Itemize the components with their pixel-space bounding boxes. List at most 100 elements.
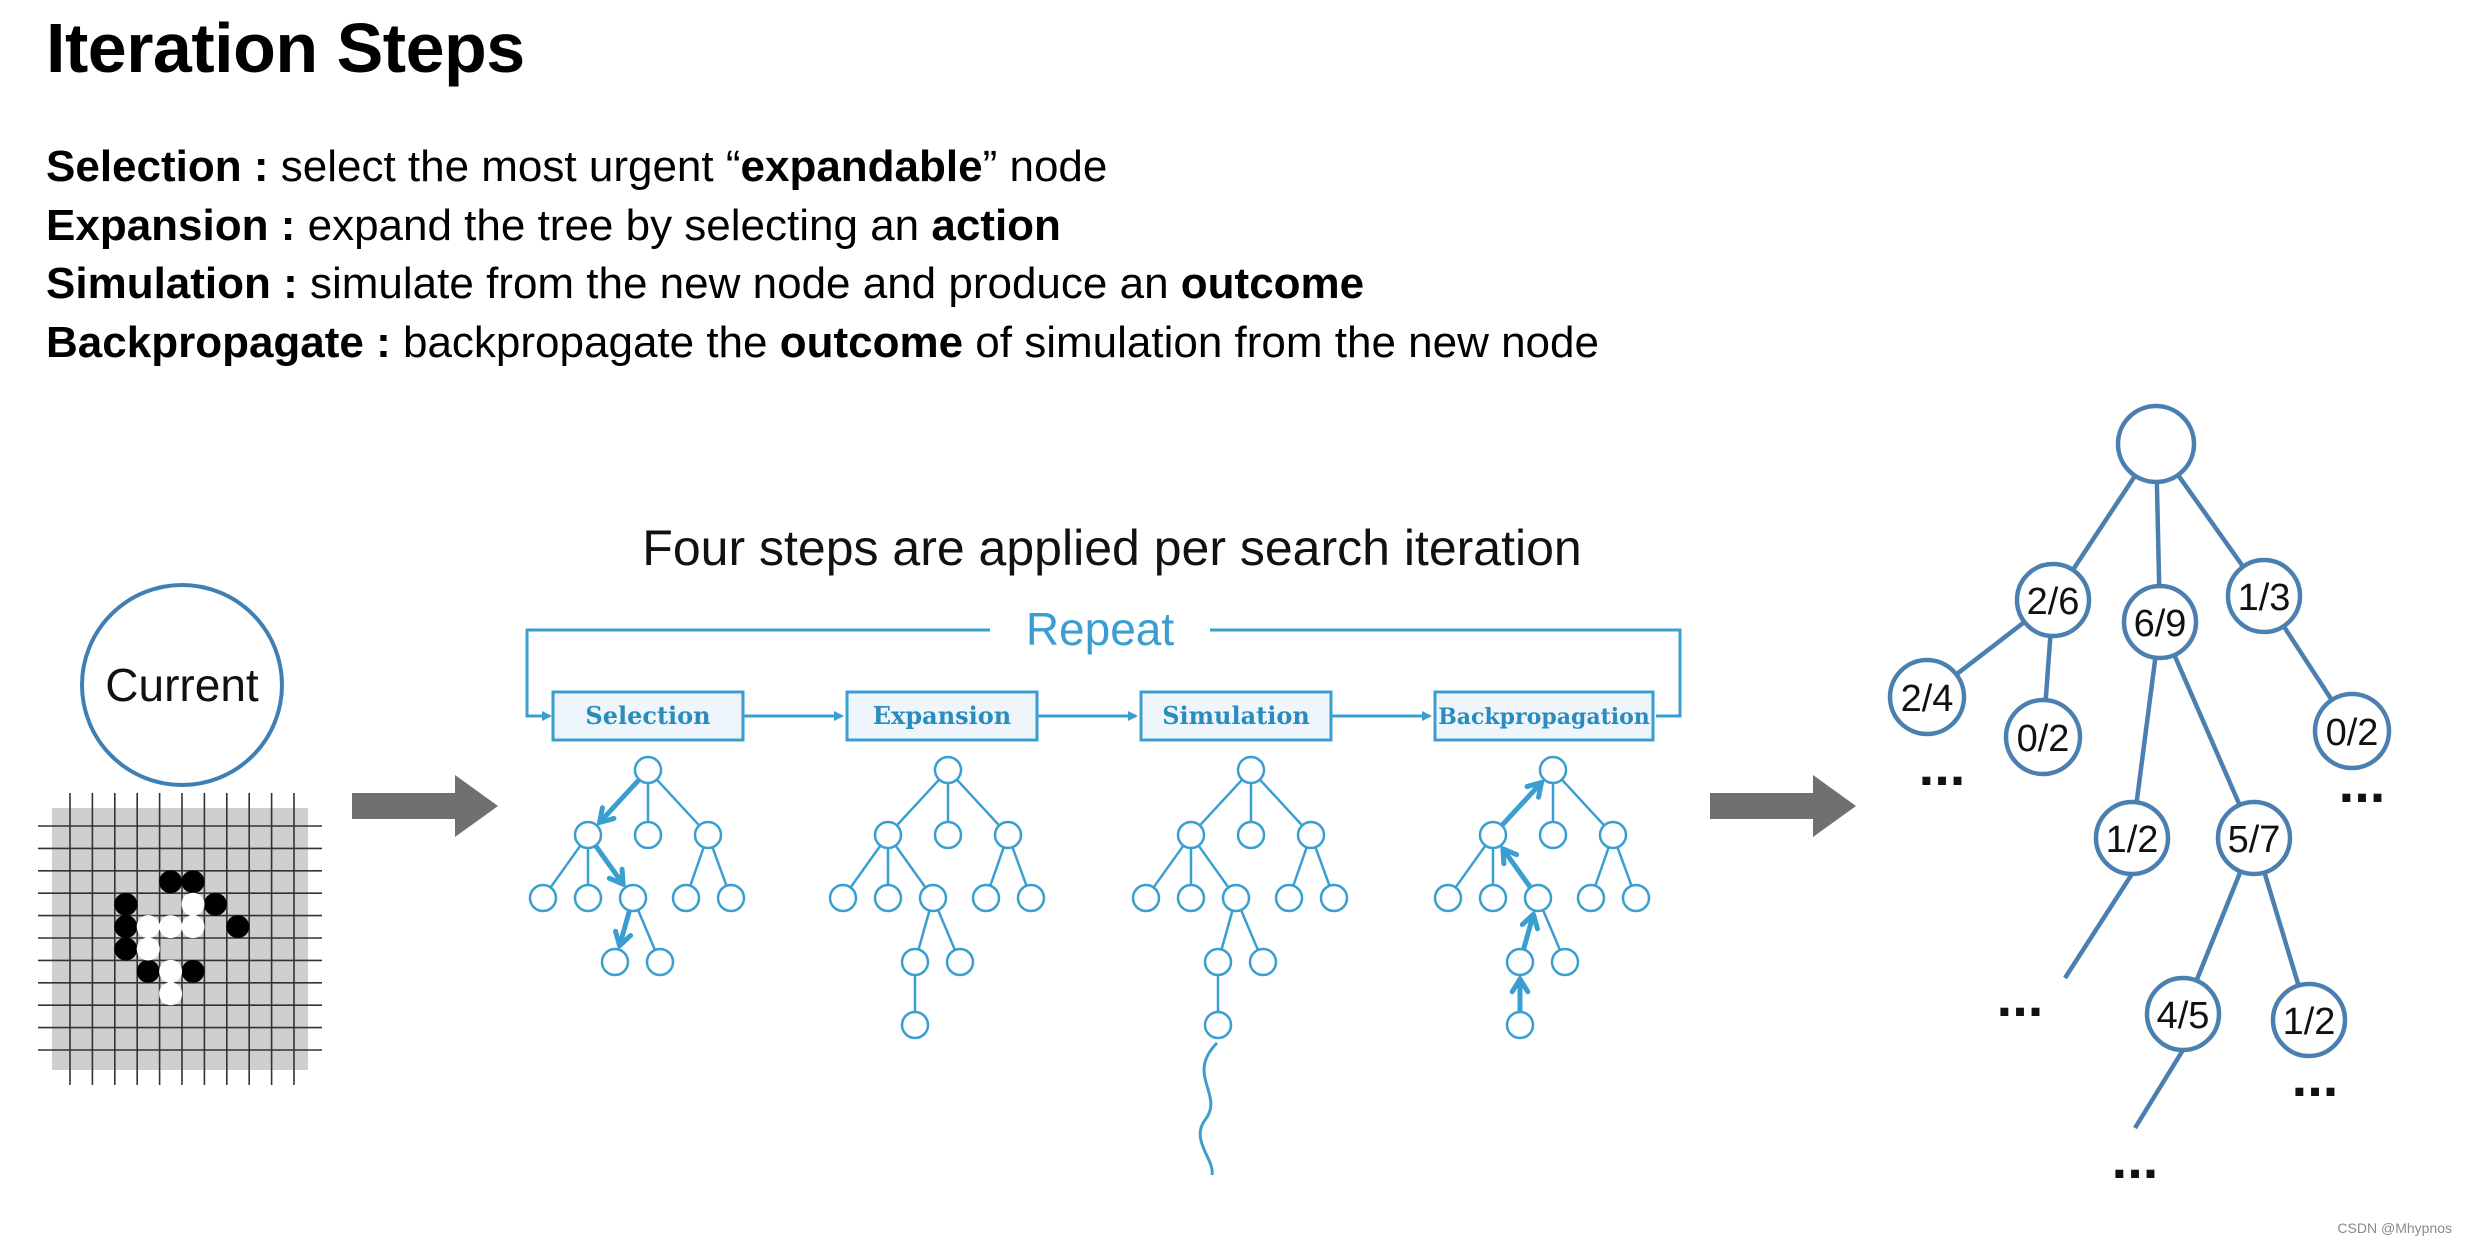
node-score: 1/2 [2283,1001,2336,1043]
mini-tree-node [1250,949,1276,975]
black-stone [204,893,227,916]
node-score: 0/2 [2326,712,2379,754]
arrow-right-icon [352,775,498,837]
result-tree-edge [2196,871,2240,980]
repeat-label: Repeat [1026,603,1175,655]
mini-tree-node [902,1012,928,1038]
mini-tree-edge [1293,847,1306,885]
white-stone [137,938,160,961]
mini-tree-edge [1315,847,1329,886]
mini-tree-edge [1012,847,1026,886]
mini-tree-edge [938,910,955,950]
diagram-caption: Four steps are applied per search iterat… [642,520,1581,576]
ellipsis: ... [2292,1045,2339,1108]
arrow-right-icon [1710,775,1856,837]
node-score: 1/2 [2106,819,2159,861]
result-tree-edge [1956,622,2024,674]
result-tree-edge [2174,655,2239,805]
result-tree-node: 1/3 [2228,560,2300,632]
black-stone [159,870,182,893]
mini-tree-node [575,822,601,848]
node-score: 1/3 [2238,577,2291,619]
mini-tree-node [1178,822,1204,848]
mini-tree-node [1507,1012,1533,1038]
black-stone [114,915,137,938]
ellipsis: ... [1919,734,1966,797]
current-label: Current [105,659,259,711]
result-tree-edge [2065,874,2132,978]
mini-tree-node [1525,885,1551,911]
black-stone [226,915,249,938]
mini-tree-node [1540,757,1566,783]
mini-tree-edge [1562,780,1604,826]
mini-tree-node [635,822,661,848]
mini-tree-node [1540,822,1566,848]
mini-tree-node [1238,822,1264,848]
mini-tree-node [602,949,628,975]
phase-simulation-label: Simulation [1162,701,1310,730]
mini-tree-node [1133,885,1159,911]
mini-tree-node [1298,822,1324,848]
mini-tree-edge [919,911,930,950]
mini-tree-edge [1543,910,1560,950]
ellipsis: ... [2339,751,2386,814]
mini-tree-edge [897,780,939,826]
node-score: 2/6 [2027,581,2080,623]
mini-tree-node [1578,885,1604,911]
mini-tree-selection [530,757,744,975]
mini-tree-edge [1199,846,1229,888]
white-stone [182,893,205,916]
mini-tree-node [1205,949,1231,975]
result-tree-edge [2073,476,2135,570]
mini-tree-node [1321,885,1347,911]
result-tree-edge [2264,872,2298,985]
mini-tree-node [1480,885,1506,911]
mini-tree-node [902,949,928,975]
mini-tree-node [935,757,961,783]
mini-tree-node [995,822,1021,848]
black-stone [114,893,137,916]
black-stone [182,960,205,983]
phase-boxes: Selection Expansion Simulation Backpropa… [553,692,1653,740]
mini-tree-node [673,885,699,911]
result-tree-node: 4/5 [2147,978,2219,1050]
node-score: 2/4 [1901,678,1954,720]
mini-tree-node [920,885,946,911]
mini-tree-simulation [1133,757,1347,1038]
phase-selection-label: Selection [585,701,710,730]
mini-tree-node [1238,757,1264,783]
mini-tree-node [875,885,901,911]
mini-tree-node [1507,949,1533,975]
mini-tree-edge [990,847,1003,885]
black-stone [182,870,205,893]
result-tree-edge [2284,626,2332,700]
mini-tree-node [1435,885,1461,911]
result-tree-node: 5/7 [2218,802,2290,874]
mini-tree-node [973,885,999,911]
result-tree-edge [2135,1050,2183,1128]
result-tree-edge [2157,482,2159,586]
mini-tree-node [935,822,961,848]
result-tree-edge [2178,475,2243,567]
node-score: 6/9 [2134,603,2187,645]
result-tree-root [2118,406,2194,482]
mini-tree-node [947,949,973,975]
mini-tree-node [530,885,556,911]
mini-tree-node [1205,1012,1231,1038]
result-tree-edge [2137,658,2156,803]
mini-tree-node [647,949,673,975]
white-stone [182,915,205,938]
mini-tree-node [620,885,646,911]
mini-tree-node [695,822,721,848]
ellipsis: ... [2112,1127,2159,1190]
result-tree: 2/6 6/9 1/3 2/4 0/2 1/2 5/7 0/2 4/5 1/2..........… [1890,406,2389,1190]
white-stone [137,915,160,938]
credit-watermark: CSDN @Mhypnos [2337,1220,2452,1236]
mini-tree-edge [638,910,655,950]
mini-tree-arrow [1502,782,1541,824]
mini-tree-expansion [830,757,1044,1038]
result-tree-node: 0/2 [2006,700,2080,774]
mini-tree-node [1276,885,1302,911]
mini-tree-node [1018,885,1044,911]
